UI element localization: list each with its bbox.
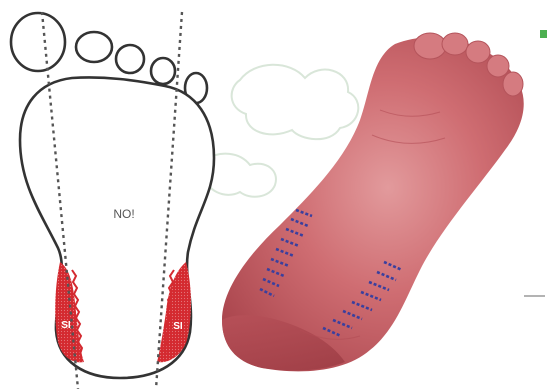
- safe-zone-right-label: SI: [173, 321, 183, 332]
- safe-zone-left-label: SI: [61, 320, 71, 331]
- center-label: NO!: [113, 207, 134, 221]
- big-toe: [11, 13, 65, 71]
- corner-marker: [540, 30, 547, 38]
- toe-2: [76, 32, 112, 62]
- baby-foot-photo: [222, 33, 524, 371]
- toe-3: [116, 45, 144, 73]
- toe-4: [151, 58, 175, 84]
